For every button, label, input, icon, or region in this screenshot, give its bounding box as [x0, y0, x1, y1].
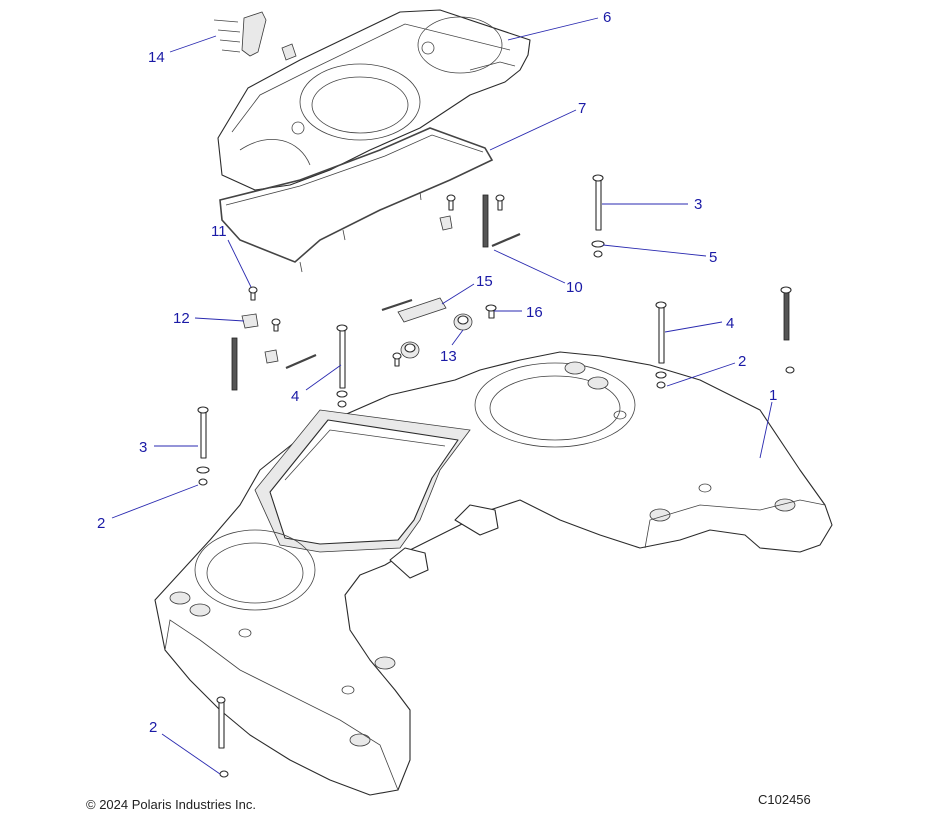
- part-6-tray-cover: [217, 9, 531, 191]
- callout-2-left: 2: [97, 515, 105, 532]
- figure-id: C102456: [758, 792, 811, 807]
- copyright-notice: © 2024 Polaris Industries Inc.: [86, 797, 256, 812]
- hardware-parts: [196, 174, 795, 778]
- callout-14: 14: [148, 49, 165, 66]
- callout-12: 12: [173, 310, 190, 327]
- callout-labels: 1 2 2 2 3 3 4 4 5 6 7 10 11 12 13 14 15 …: [97, 9, 777, 736]
- callout-16: 16: [526, 304, 543, 321]
- callout-2-right: 2: [738, 353, 746, 370]
- callout-2-bottom: 2: [149, 719, 157, 736]
- callout-7: 7: [578, 100, 586, 117]
- leader-lines: [111, 17, 773, 775]
- callout-3-left: 3: [139, 439, 147, 456]
- callout-4-left: 4: [291, 388, 299, 405]
- callout-1: 1: [769, 387, 777, 404]
- part-1-rear-rack: [154, 351, 833, 796]
- callout-11: 11: [211, 223, 227, 240]
- callout-10: 10: [566, 279, 583, 296]
- callout-15: 15: [476, 273, 493, 290]
- callout-6: 6: [603, 9, 611, 26]
- part-14-bracket: [213, 11, 297, 61]
- callout-3-right: 3: [694, 196, 702, 213]
- part-7-rail-frame: [219, 127, 494, 273]
- callout-4-right: 4: [726, 315, 734, 332]
- callout-13: 13: [440, 348, 457, 365]
- callout-5: 5: [709, 249, 717, 266]
